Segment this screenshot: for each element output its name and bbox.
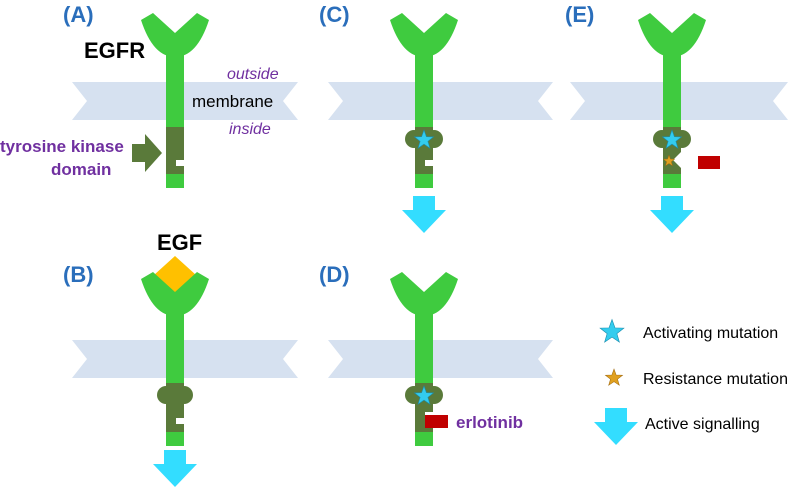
tyrosine-kinase-label: tyrosine kinase: [0, 137, 124, 156]
panel-e: (E): [565, 2, 720, 233]
panel-label-d: (D): [319, 262, 350, 287]
legend-resistance-label: Resistance mutation: [643, 371, 788, 388]
egfr-label: EGFR: [84, 38, 145, 63]
membrane-band-top-left: [72, 82, 298, 120]
panel-a: (A) EGFR outside membrane inside tyrosin…: [0, 2, 279, 188]
egf-label: EGF: [157, 230, 202, 255]
panel-b: (B) EGF: [63, 230, 209, 487]
receptor-stalk: [415, 55, 433, 127]
receptor-d: [390, 272, 458, 446]
membrane-band-bottom-middle: [328, 340, 553, 378]
receptor-tail: [166, 432, 184, 446]
receptor-tail: [166, 174, 184, 188]
receptor-head: [141, 13, 209, 57]
receptor-c: [390, 13, 458, 188]
erlotinib-drug: [425, 415, 448, 428]
legend-activating-label: Activating mutation: [643, 325, 778, 342]
receptor-head: [390, 272, 458, 316]
receptor-head: [390, 13, 458, 57]
legend-activating-star-icon: [599, 318, 625, 343]
panel-label-c: (C): [319, 2, 350, 27]
panel-d: (D) erlotinib: [319, 262, 523, 446]
domain-label: domain: [51, 160, 111, 179]
receptor-a: [141, 13, 209, 188]
inside-label: inside: [229, 121, 271, 138]
outside-label: outside: [227, 66, 279, 83]
erlotinib-drug-blocked: [698, 156, 720, 169]
panel-c: (C): [319, 2, 458, 233]
active-signalling-arrow-icon: [402, 196, 446, 233]
receptor-tail: [415, 174, 433, 188]
active-signalling-arrow-icon: [153, 450, 197, 487]
membrane-band-bottom-left: [72, 340, 298, 378]
panel-label-b: (B): [63, 262, 94, 287]
pointer-arrow-icon: [132, 134, 162, 172]
membrane-band-top-middle: [328, 82, 553, 120]
legend-signalling-arrow-icon: [594, 408, 638, 445]
receptor-tail: [663, 174, 681, 188]
panel-label-e: (E): [565, 2, 594, 27]
receptor-stalk: [166, 55, 184, 127]
legend-signalling-label: Active signalling: [645, 416, 760, 433]
receptor-stalk: [663, 55, 681, 127]
legend: Activating mutation Resistance mutation …: [594, 318, 788, 445]
membrane-bands: [72, 82, 788, 378]
receptor-e: [638, 13, 706, 188]
panel-label-a: (A): [63, 2, 94, 27]
receptor-tail: [415, 432, 433, 446]
kinase-domain-a: [166, 127, 184, 174]
legend-resistance-star-icon: [605, 368, 623, 386]
kinase-domain-b: [157, 383, 193, 432]
receptor-stalk: [415, 314, 433, 383]
receptor-b: [141, 272, 209, 446]
membrane-label: membrane: [192, 92, 273, 111]
active-signalling-arrow-icon: [650, 196, 694, 233]
receptor-head: [638, 13, 706, 57]
erlotinib-label: erlotinib: [456, 413, 523, 432]
receptor-stalk: [166, 314, 184, 383]
